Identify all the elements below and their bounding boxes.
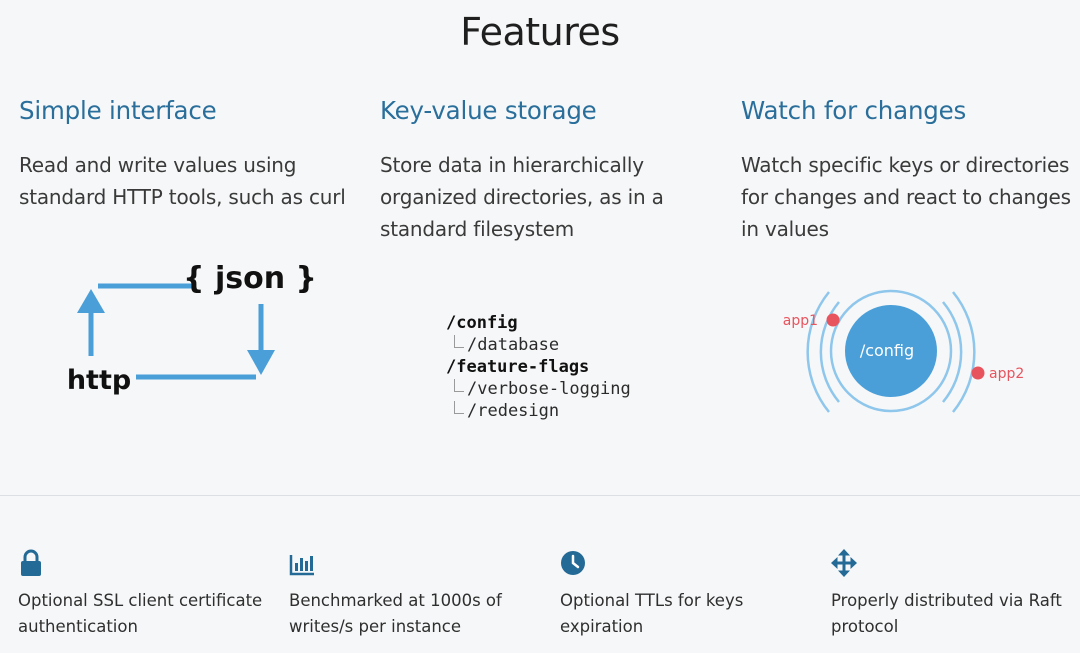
bottom-feature-text: Benchmarked at 1000s of writes/s per ins… <box>289 591 502 636</box>
lock-icon <box>21 549 41 576</box>
tree-connector <box>454 379 464 392</box>
tree-item-database: /database <box>467 335 560 355</box>
feature-heading: Simple interface <box>19 96 217 125</box>
config-node-label: /config <box>860 341 914 360</box>
watch-diagram: /config app1 app2 <box>780 288 1040 418</box>
http-json-diagram: { json } http <box>60 255 320 415</box>
watch-ring-inner <box>829 289 953 413</box>
directory-tree: /config /database /feature-flags /verbos… <box>446 312 666 432</box>
bottom-feature-ssl: Optional SSL client certificate authenti… <box>18 548 268 640</box>
bottom-feature-text: Properly distributed via Raft protocol <box>831 591 1062 636</box>
feature-heading: Key-value storage <box>380 96 597 125</box>
watch-ring-outer-right <box>952 291 976 413</box>
page-title: Features <box>460 10 620 54</box>
feature-description: Store data in hierarchically organized d… <box>380 153 664 241</box>
bottom-feature-text: Optional SSL client certificate authenti… <box>18 591 263 636</box>
bottom-feature-ttl: Optional TTLs for keys expiration <box>560 548 810 640</box>
feature-key-value-storage: Key-value storage Store data in hierarch… <box>380 96 720 245</box>
section-divider <box>0 495 1080 496</box>
http-label: http <box>67 365 131 396</box>
watch-ring-mid-right <box>942 301 963 403</box>
arrow-up-icon <box>77 289 105 313</box>
client-label-app1: app1 <box>783 313 818 329</box>
feature-description: Read and write values using standard HTT… <box>19 153 346 209</box>
bottom-feature-benchmark: Benchmarked at 1000s of writes/s per ins… <box>289 548 539 640</box>
client-dot-app2 <box>971 366 985 380</box>
tree-connector <box>454 401 464 414</box>
tree-item-redesign: /redesign <box>467 401 560 421</box>
tree-connector <box>454 335 464 348</box>
clock-icon <box>561 551 585 575</box>
arrows-move-icon <box>831 549 857 577</box>
config-node <box>845 305 937 397</box>
json-label: { json } <box>183 261 317 296</box>
client-label-app2: app2 <box>989 366 1024 382</box>
watch-ring-mid-left <box>819 301 840 403</box>
watch-ring-outer-left <box>806 291 830 413</box>
feature-watch-for-changes: Watch for changes Watch specific keys or… <box>741 96 1071 245</box>
bar-chart-icon <box>289 555 314 576</box>
feature-simple-interface: Simple interface Read and write values u… <box>19 96 359 213</box>
bottom-feature-text: Optional TTLs for keys expiration <box>560 591 744 636</box>
arrow-down-icon <box>247 350 275 375</box>
feature-heading: Watch for changes <box>741 96 967 125</box>
bottom-feature-raft: Properly distributed via Raft protocol <box>831 548 1080 640</box>
feature-description: Watch specific keys or directories for c… <box>741 153 1071 241</box>
tree-item-feature-flags: /feature-flags <box>446 357 590 377</box>
tree-item-verbose-logging: /verbose-logging <box>467 379 631 399</box>
client-dot-app1 <box>826 313 840 327</box>
tree-item-config: /config <box>446 313 518 333</box>
